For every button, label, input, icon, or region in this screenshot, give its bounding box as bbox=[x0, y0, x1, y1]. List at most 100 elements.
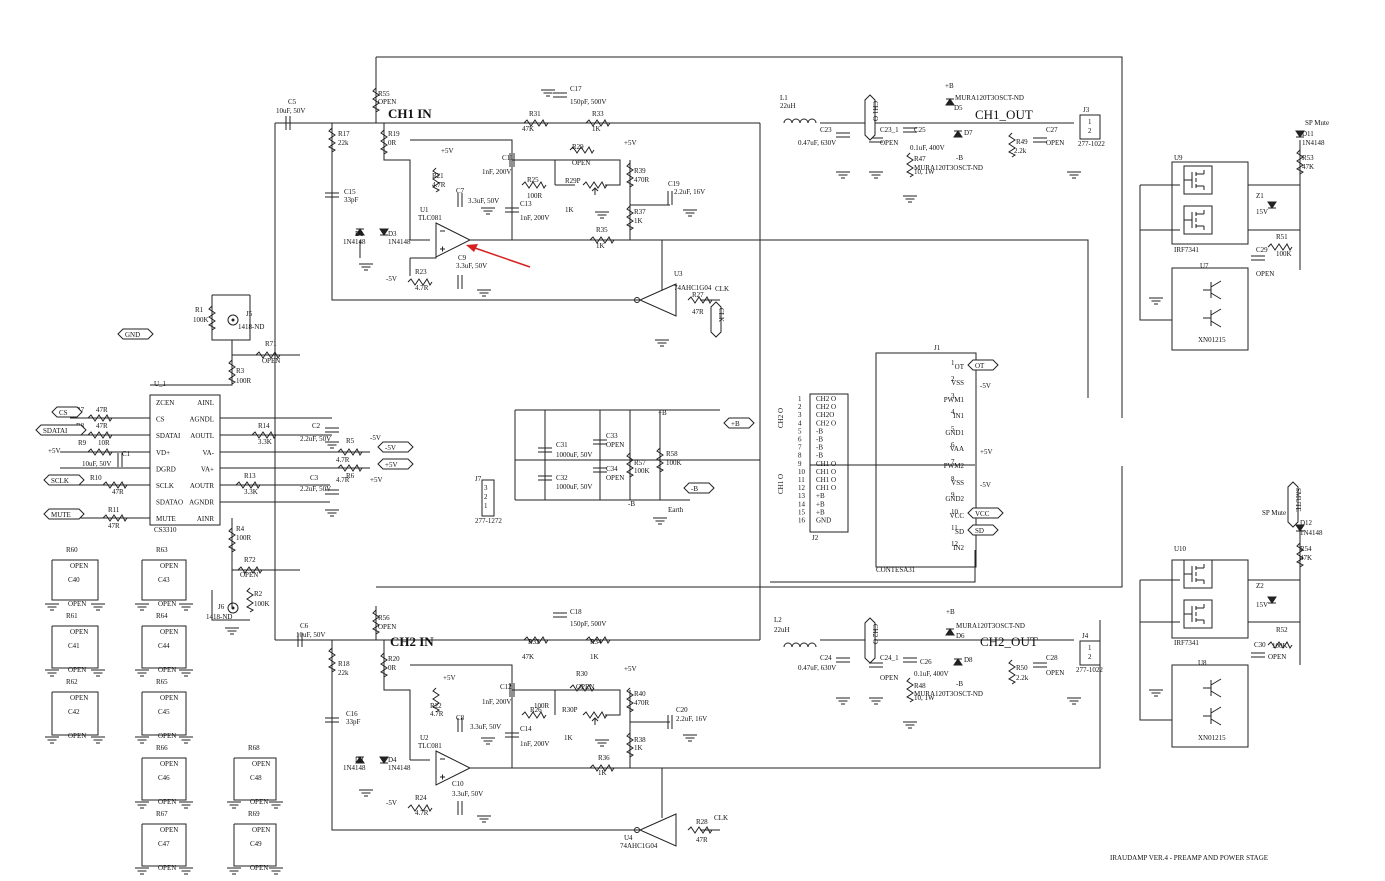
label-r57v: 100K bbox=[634, 467, 650, 475]
label-r52: R52 bbox=[1276, 626, 1288, 634]
label-j1: J1 bbox=[934, 344, 941, 352]
label-j3: J3 bbox=[1083, 106, 1090, 114]
label-r39v: 470R bbox=[634, 176, 650, 184]
label-r29pv: 1K bbox=[565, 206, 574, 214]
label-m5v2: -5V bbox=[370, 434, 381, 442]
label-c41: C41 bbox=[68, 642, 80, 650]
j1-pin-number: 12 bbox=[951, 540, 959, 548]
label-r57: R57 bbox=[634, 459, 646, 467]
net-flag-smute-flag: SMUTE bbox=[1287, 481, 1302, 528]
label-j5v: 1418-ND bbox=[238, 323, 264, 331]
label-r20: R20 bbox=[388, 655, 400, 663]
j1-pin-number: 9 bbox=[951, 491, 955, 499]
label-u2: U2 bbox=[420, 734, 429, 742]
j1-pin-name: VSS bbox=[951, 379, 964, 387]
label-j6: J6 bbox=[218, 603, 225, 611]
label-clk2: CLK bbox=[714, 814, 728, 822]
label-r40: R40 bbox=[634, 690, 646, 698]
label-r33v: 1K bbox=[592, 125, 601, 133]
label-c2v: 2.2uF, 50V bbox=[300, 435, 331, 443]
label-u7: U7 bbox=[1200, 262, 1209, 270]
net-flag-sdatai: SDATAI bbox=[35, 424, 87, 436]
net-flag-m5v-flag: -5V bbox=[377, 441, 414, 453]
label-r2: R2 bbox=[254, 590, 263, 598]
label-d1: D1 bbox=[355, 230, 364, 238]
label-c44v: OPEN bbox=[158, 666, 176, 674]
label-r4: R4 bbox=[236, 525, 245, 533]
label-c30v: OPEN bbox=[1268, 653, 1286, 661]
label-r65v: OPEN bbox=[160, 694, 178, 702]
net-flag-smute-flag-text: SMUTE bbox=[1294, 488, 1302, 512]
net-flag-clk-flag-text: CLK bbox=[717, 308, 725, 322]
label-r55: R55 bbox=[378, 90, 390, 98]
j2-pin-name: +B bbox=[816, 508, 825, 516]
label-r30p: R30P bbox=[562, 706, 578, 714]
label-c15v: 33pF bbox=[344, 196, 359, 204]
label-r36: R36 bbox=[598, 754, 610, 762]
label-c7: C7 bbox=[456, 187, 465, 195]
label-c31: C31 bbox=[556, 441, 568, 449]
label-r23v: 4.7R bbox=[415, 284, 429, 292]
label-z2: Z2 bbox=[1256, 582, 1264, 590]
ch1-output-filter bbox=[783, 98, 1101, 203]
label-r64: R64 bbox=[156, 612, 168, 620]
j2-pin-name: -B bbox=[816, 436, 823, 444]
label-r29: R29 bbox=[572, 143, 584, 151]
label-r63: R63 bbox=[156, 546, 168, 554]
label-c33: C33 bbox=[606, 432, 618, 440]
label-u8v: XN01215 bbox=[1198, 734, 1226, 742]
label-d8: D8 bbox=[964, 656, 973, 664]
label-r71: R71 bbox=[265, 340, 277, 348]
label-r37: R37 bbox=[634, 208, 646, 216]
label-d2v: 1N4148 bbox=[343, 764, 366, 772]
j2-pin-name: CH2 O bbox=[816, 419, 836, 427]
label-r29v: OPEN bbox=[572, 159, 590, 167]
label-c28: C28 bbox=[1046, 654, 1058, 662]
label-c11v: 1nF, 200V bbox=[482, 168, 511, 176]
ch1-out-title: CH1_OUT bbox=[975, 107, 1033, 122]
j1-pin-name: GND1 bbox=[945, 429, 964, 437]
label-u10v: IRF7341 bbox=[1174, 639, 1199, 647]
label-c40v: OPEN bbox=[68, 600, 86, 608]
label-r62: R62 bbox=[66, 678, 78, 686]
annotation-arrow bbox=[466, 244, 531, 268]
label-d12: D12 bbox=[1300, 519, 1313, 527]
cs3310-pin-left: SDATAO bbox=[156, 499, 183, 507]
volume-control bbox=[87, 305, 363, 635]
label-c13v: 1nF, 200V bbox=[520, 214, 549, 222]
label-d12v: 1N4148 bbox=[1300, 529, 1323, 537]
net-flag-ch1o-flag-text: CH1 O bbox=[871, 101, 879, 121]
label-r27v: 47R bbox=[692, 308, 704, 316]
label-d8v: MURA120T3OSCT-ND bbox=[914, 690, 983, 698]
label-c12: C12 bbox=[500, 683, 512, 691]
label-c29: C29 bbox=[1256, 246, 1268, 254]
net-flag-vcc-flag-text: VCC bbox=[975, 510, 990, 518]
label-r33: R33 bbox=[592, 110, 604, 118]
label-c29v: OPEN bbox=[1256, 270, 1274, 278]
cs3310-pin-left: MUTE bbox=[156, 515, 176, 523]
label-r27: R27 bbox=[692, 291, 704, 299]
cs3310-pin-left: ZCEN bbox=[156, 399, 174, 407]
j3-pin-number: 2 bbox=[1088, 127, 1092, 135]
j2-pin-number: 9 bbox=[798, 460, 802, 468]
label-r32: R32 bbox=[528, 638, 540, 646]
label-c25: C25 bbox=[914, 126, 926, 134]
label-r31v: 47K bbox=[522, 125, 534, 133]
label-z2v: 15V bbox=[1256, 601, 1268, 609]
label-r14v: 3.3K bbox=[258, 438, 272, 446]
j2-connector bbox=[809, 393, 849, 533]
j1-pin-name: VSS bbox=[951, 479, 964, 487]
j1-pin-number: 6 bbox=[951, 441, 955, 449]
label-r56v: OPEN bbox=[378, 623, 396, 631]
label-pb3: +B bbox=[946, 608, 955, 616]
label-r19: R19 bbox=[388, 130, 400, 138]
label-c30: C30 bbox=[1254, 641, 1266, 649]
label-r38v: 1K bbox=[634, 744, 643, 752]
label-r50: R50 bbox=[1016, 664, 1028, 672]
label-c17v: 150pF, 500V bbox=[570, 98, 606, 106]
label-r5v: 4.7R bbox=[336, 456, 350, 464]
label-d2: D2 bbox=[355, 756, 364, 764]
label-r34v: 1K bbox=[590, 653, 599, 661]
label-c48: C48 bbox=[250, 774, 262, 782]
